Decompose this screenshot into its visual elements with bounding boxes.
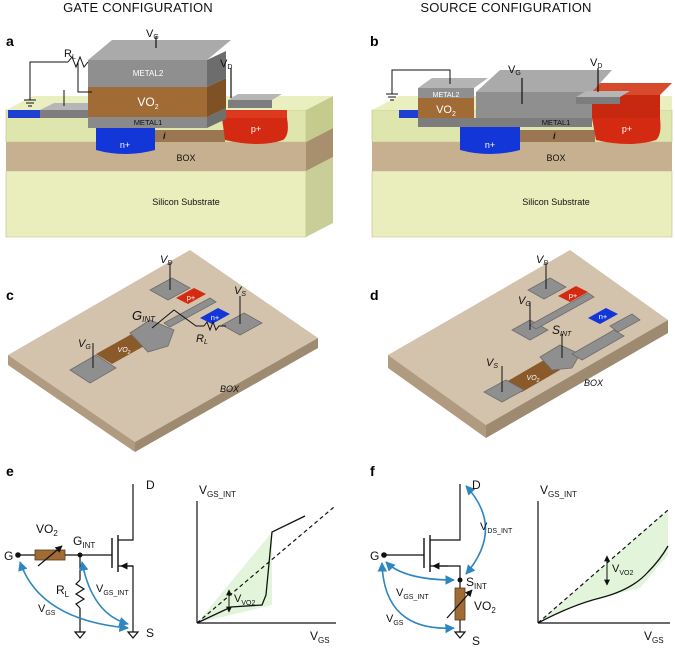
- d-vd-label: VD: [536, 254, 548, 267]
- panel-label-a: a: [6, 33, 14, 49]
- e-s-label: S: [146, 626, 154, 640]
- f-vgsint-label: VGS_INT: [396, 587, 429, 601]
- f-curve: [537, 545, 669, 624]
- c-vo2-label: VO2: [118, 347, 131, 356]
- c-pplus-label: p+: [187, 293, 196, 302]
- e-d-label: D: [146, 478, 155, 492]
- c-box-label: BOX: [220, 384, 240, 394]
- b-pplus-label: p+: [622, 124, 632, 134]
- f-vdsint-label: VDS_INT: [480, 521, 513, 535]
- e-vgsint-label: VGS_INT: [96, 583, 129, 597]
- title-gate-configuration: GATE CONFIGURATION: [63, 0, 213, 15]
- a-vg-label: VG: [146, 28, 159, 41]
- e-shaded-region: [197, 532, 272, 623]
- panel-label-f: f: [370, 463, 375, 479]
- f-g-label: G: [370, 549, 379, 563]
- d-nplus-label: n+: [599, 312, 608, 321]
- e-vgs-label: VGS: [38, 603, 56, 617]
- b-metal1-label: METAL1: [542, 118, 571, 127]
- panel-label-c: c: [6, 287, 14, 303]
- a-i-label: i: [163, 131, 166, 141]
- b-vo2-label: VO2: [436, 104, 456, 118]
- a-metal1-label: METAL1: [134, 118, 163, 127]
- b-i-label: i: [553, 131, 556, 141]
- e-vo2-label: VO2: [36, 522, 58, 538]
- c-vd-label: VD: [160, 254, 172, 267]
- panel-label-e: e: [6, 463, 14, 479]
- a-substrate-label: Silicon Substrate: [152, 197, 220, 207]
- f-s-label: S: [472, 634, 480, 648]
- b-vd-label: VD: [590, 57, 602, 70]
- e-curve: [196, 515, 306, 624]
- d-vg-label: VG: [518, 295, 531, 308]
- f-plot-xlabel: VGS: [644, 629, 664, 645]
- a-pplus-label: p+: [251, 124, 261, 134]
- c-vg-label: VG: [78, 338, 91, 351]
- d-vo2-label: VO2: [527, 375, 540, 384]
- b-nplus-label: n+: [485, 140, 495, 150]
- f-vgs-label: VGS: [386, 613, 404, 627]
- a-nplus-label: n+: [120, 140, 130, 150]
- e-gint-label: GINT: [73, 534, 95, 550]
- d-pplus-label: p+: [569, 291, 578, 300]
- a-vd-label: VD: [220, 58, 232, 71]
- f-dashed-reference-line: [537, 509, 669, 624]
- f-plot-ylabel: VGS_INT: [540, 483, 577, 499]
- e-g-label: G: [4, 549, 13, 563]
- title-source-configuration: SOURCE CONFIGURATION: [420, 0, 591, 15]
- e-plot-xlabel: VGS: [310, 629, 330, 645]
- panel-c-layout-view: [8, 250, 318, 452]
- e-dashed-reference-line: [196, 506, 335, 624]
- a-metal2-label: METAL2: [133, 69, 164, 78]
- f-plot-annotation: VVO2: [612, 563, 633, 577]
- c-vs-label: VS: [234, 285, 246, 298]
- panel-a-device-cross-section: [5, 36, 333, 238]
- a-box-label: BOX: [176, 153, 195, 163]
- a-vo2-label: VO2: [137, 95, 158, 111]
- d-sint-label: SINT: [552, 323, 572, 338]
- b-vg-label: VG: [508, 64, 521, 77]
- e-plot: [196, 501, 336, 624]
- b-box-label: BOX: [546, 153, 565, 163]
- panel-f-circuit: [377, 484, 487, 639]
- c-rl-label: RL: [196, 333, 208, 346]
- panel-label-d: d: [370, 287, 379, 303]
- a-rl-label: RL: [64, 48, 76, 61]
- c-nplus-label: n+: [211, 313, 220, 322]
- b-substrate-label: Silicon Substrate: [522, 197, 590, 207]
- c-gint-label: GINT: [132, 308, 156, 324]
- f-vo2-label: VO2: [474, 599, 496, 615]
- e-plot-annotation: VVO2: [234, 593, 255, 607]
- e-rl-label: RL: [56, 583, 70, 599]
- f-sint-label: SINT: [466, 575, 487, 591]
- f-d-label: D: [472, 478, 481, 492]
- d-vs-label: VS: [486, 357, 498, 370]
- f-plot: [537, 501, 670, 624]
- panel-d-layout-view: [388, 250, 668, 438]
- panel-b-device-cross-section: [371, 68, 673, 238]
- panel-e-circuit: [15, 484, 140, 639]
- e-plot-ylabel: VGS_INT: [199, 483, 236, 499]
- panel-label-b: b: [370, 33, 379, 49]
- b-metal2-label: METAL2: [433, 92, 460, 99]
- d-box-label: BOX: [584, 378, 604, 388]
